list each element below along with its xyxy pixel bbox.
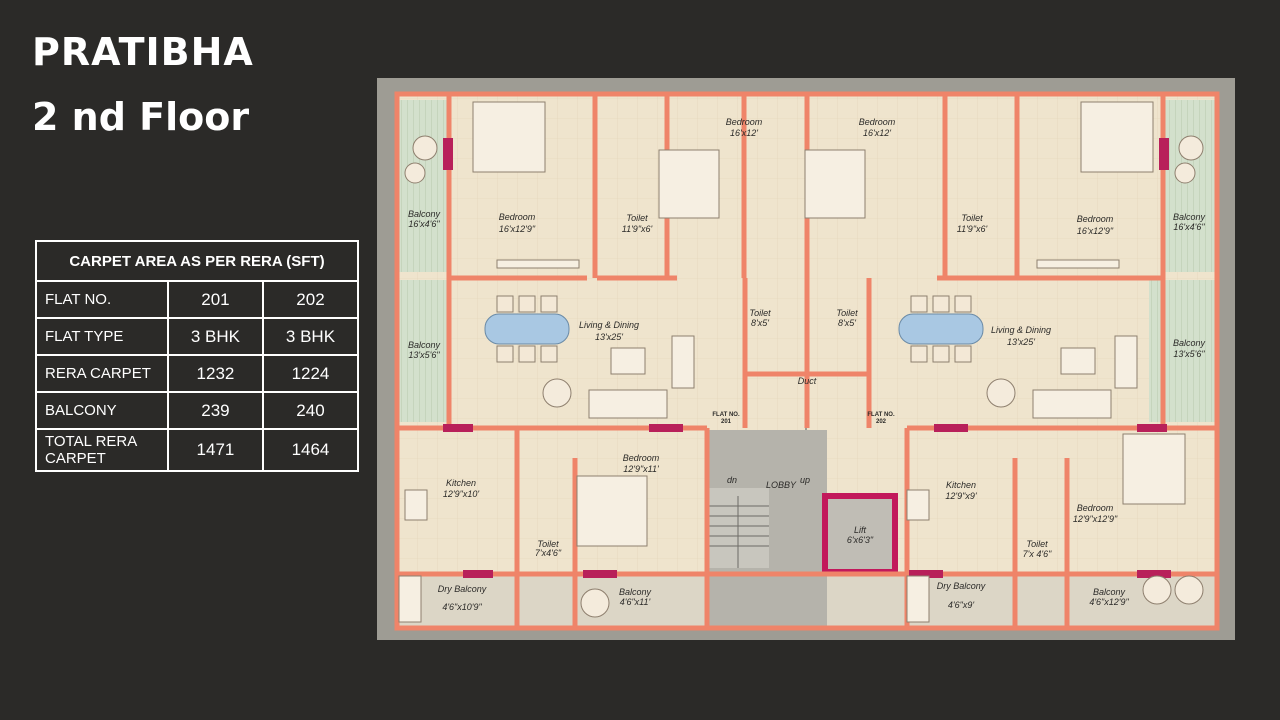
living-l-size: 13'x25' xyxy=(595,332,623,342)
balcony-l1-size: 16'x4'6" xyxy=(408,219,440,229)
kitchen-l-size: 12'9"x10' xyxy=(443,489,479,499)
toilet-br-name: Toilet xyxy=(1026,539,1048,549)
bedroom-br-size: 12'9"x12'9" xyxy=(1073,514,1118,524)
balcony-left-1 xyxy=(399,100,449,272)
lift-name: Lift xyxy=(854,525,867,535)
toilet-c2-size: 8'x5' xyxy=(838,318,856,328)
toilet-bl-size: 7'x4'6" xyxy=(535,548,562,558)
kitchen-r-name: Kitchen xyxy=(946,480,976,490)
stair-up-label: up xyxy=(800,475,810,485)
lift-shaft xyxy=(822,493,898,575)
floor-plan: Bedroom 16'x12'9" Bedroom 16'x12' Bedroo… xyxy=(377,78,1235,640)
balcony-bl-name: Balcony xyxy=(619,587,652,597)
balcony-l2-size: 13'x5'6" xyxy=(408,350,440,360)
toilet-l-name: Toilet xyxy=(626,213,648,223)
bedroom-tc1-size: 16'x12' xyxy=(730,128,758,138)
balcony-right-2 xyxy=(1149,280,1215,422)
toilet-c1-name: Toilet xyxy=(749,308,771,318)
balcony-bl-size: 4'6"x11' xyxy=(620,597,651,607)
balcony-r1-name: Balcony xyxy=(1173,212,1206,222)
bedroom-tc2-name: Bedroom xyxy=(859,117,896,127)
value-201: 201 xyxy=(166,280,264,319)
floor-title: 2 nd Floor xyxy=(32,95,250,139)
table-row: BALCONY 239 240 xyxy=(35,391,360,430)
value-201: 1232 xyxy=(166,354,264,393)
bedroom-tc1-name: Bedroom xyxy=(726,117,763,127)
row-label: FLAT TYPE xyxy=(35,317,169,356)
row-label: FLAT NO. xyxy=(35,280,169,319)
kitchen-r-size: 12'9"x9' xyxy=(945,491,976,501)
kitchen-l-name: Kitchen xyxy=(446,478,476,488)
bedroom-tr-size: 16'x12'9" xyxy=(1077,226,1114,236)
chairs xyxy=(496,295,972,363)
dry-balcony-l-name: Dry Balcony xyxy=(438,584,487,594)
table-header-row: CARPET AREA AS PER RERA (SFT) xyxy=(35,240,359,282)
dining-tables xyxy=(484,313,984,345)
furniture xyxy=(398,101,1186,623)
balcony-r2-size: 13'x5'6" xyxy=(1173,349,1205,359)
bedroom-br-name: Bedroom xyxy=(1077,503,1114,513)
value-202: 240 xyxy=(261,391,360,430)
balcony-r2-name: Balcony xyxy=(1173,338,1206,348)
table-title: CARPET AREA AS PER RERA (SFT) xyxy=(35,240,359,282)
flat-202-tag: FLAT NO. xyxy=(867,412,895,418)
flat-201-tag: FLAT NO. xyxy=(712,412,740,418)
bedroom-tl-name: Bedroom xyxy=(499,212,536,222)
lobby-label: LOBBY xyxy=(766,480,797,490)
value-201: 3 BHK xyxy=(166,317,264,356)
value-202: 1224 xyxy=(261,354,360,393)
row-label: TOTAL RERA CARPET xyxy=(35,428,169,472)
duct-label: Duct xyxy=(798,376,817,386)
value-202: 3 BHK xyxy=(261,317,360,356)
living-l-name: Living & Dining xyxy=(579,320,639,330)
balcony-left-2 xyxy=(399,280,449,422)
table-row: FLAT TYPE 3 BHK 3 BHK xyxy=(35,317,360,356)
dry-balcony-r-name: Dry Balcony xyxy=(937,581,986,591)
table-row: FLAT NO. 201 202 xyxy=(35,280,360,319)
value-202: 202 xyxy=(261,280,360,319)
balcony-l1-name: Balcony xyxy=(408,209,441,219)
table-row: TOTAL RERA CARPET 1471 1464 xyxy=(35,428,360,472)
bedroom-bl-size: 12'9"x11' xyxy=(623,464,659,474)
toilet-bl-name: Toilet xyxy=(537,539,559,549)
balcony-right-1 xyxy=(1163,100,1215,272)
toilet-l-size: 11'9"x6' xyxy=(622,224,653,234)
flat-201-number: 201 xyxy=(721,419,732,425)
toilet-c1-size: 8'x5' xyxy=(751,318,769,328)
living-r-name: Living & Dining xyxy=(991,325,1051,335)
balcony-r1-size: 16'x4'6" xyxy=(1173,222,1205,232)
lift-size: 6'x6'3" xyxy=(847,535,874,545)
armchairs xyxy=(404,135,1204,618)
toilet-r-size: 11'9"x6' xyxy=(957,224,988,234)
toilet-r-name: Toilet xyxy=(961,213,983,223)
row-label: BALCONY xyxy=(35,391,169,430)
bedroom-tr-name: Bedroom xyxy=(1077,214,1114,224)
dry-balcony-l-size: 4'6"x10'9" xyxy=(442,602,482,612)
table-row: RERA CARPET 1232 1224 xyxy=(35,354,360,393)
stair-down-label: dn xyxy=(727,475,737,485)
stair-treads xyxy=(707,496,769,568)
toilet-br-size: 7'x 4'6" xyxy=(1023,549,1052,559)
carpet-area-table: CARPET AREA AS PER RERA (SFT) FLAT NO. 2… xyxy=(35,240,360,472)
bedroom-tc2-size: 16'x12' xyxy=(863,128,891,138)
value-201: 1471 xyxy=(166,428,264,472)
balcony-br-size: 4'6"x12'9" xyxy=(1089,597,1129,607)
dry-balcony-r-size: 4'6"x9' xyxy=(948,600,974,610)
value-201: 239 xyxy=(166,391,264,430)
door-jambs xyxy=(443,138,1171,578)
living-r-size: 13'x25' xyxy=(1007,337,1035,347)
project-title: PRATIBHA xyxy=(32,30,254,74)
bedroom-tl-size: 16'x12'9" xyxy=(499,224,536,234)
value-202: 1464 xyxy=(261,428,360,472)
bedroom-bl-name: Bedroom xyxy=(623,453,660,463)
balcony-l2-name: Balcony xyxy=(408,340,441,350)
toilet-c2-name: Toilet xyxy=(836,308,858,318)
balcony-br-name: Balcony xyxy=(1093,587,1126,597)
row-label: RERA CARPET xyxy=(35,354,169,393)
flat-202-number: 202 xyxy=(876,419,887,425)
